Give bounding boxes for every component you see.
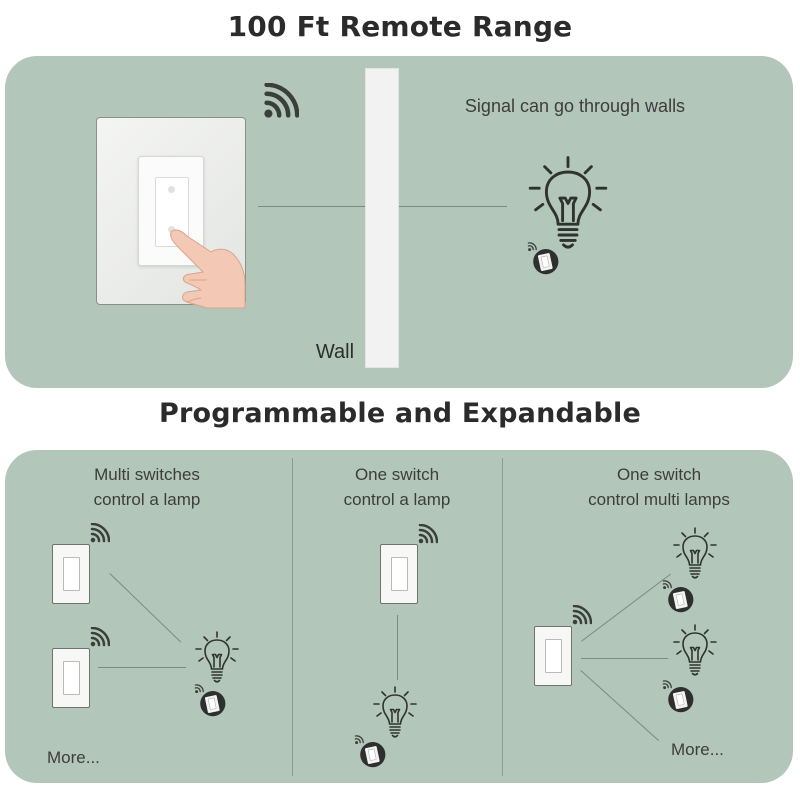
switch-dot-top (168, 186, 175, 193)
connection-line (98, 667, 186, 668)
connection-line (581, 573, 672, 642)
scenario-2-title-line1: One switch (354, 465, 440, 484)
switch-icon (534, 626, 572, 686)
wireless-receiver-icon (354, 735, 387, 768)
connection-line (109, 573, 182, 643)
switch-icon (380, 544, 418, 604)
switch-icon (52, 544, 90, 604)
signal-through-walls-text: Signal can go through walls (464, 96, 686, 116)
switch-icon (52, 648, 90, 708)
column-divider-2 (502, 458, 503, 776)
connection-line (581, 658, 668, 659)
more-label: More... (47, 748, 100, 767)
light-bulb-icon (195, 631, 239, 683)
connection-line (397, 615, 398, 680)
scenario-3-title-line1: One switch (616, 465, 702, 484)
light-bulb-icon (528, 156, 608, 249)
remote-range-panel: Signal can go through walls Wall (5, 56, 793, 388)
scenario-3-title-line2: control multi lamps (588, 490, 730, 509)
wireless-receiver-icon (194, 684, 227, 717)
column-divider-1 (292, 458, 293, 776)
wireless-receiver-icon (662, 680, 695, 713)
range-heading: 100 Ft Remote Range (227, 10, 573, 43)
smart-switch (138, 156, 204, 266)
wifi-signal-icon (90, 627, 110, 647)
scenario-1-title-line1: Multi switches (94, 465, 200, 484)
hand-pressing-switch-image (170, 229, 246, 309)
wifi-signal-icon (418, 524, 438, 544)
scenario-1-title-line2: control a lamp (93, 490, 201, 509)
wifi-signal-icon (572, 605, 592, 625)
wifi-signal-icon (90, 523, 110, 543)
wall-label: Wall (315, 341, 355, 363)
switch-dot-bottom (168, 226, 175, 233)
wifi-signal-icon (263, 83, 299, 119)
expandable-heading: Programmable and Expandable (159, 398, 641, 429)
more-label: More... (671, 740, 724, 759)
wall-switch-photo (96, 117, 246, 309)
expandable-panel: Multi switches control a lamp More... On… (5, 450, 793, 783)
wireless-receiver-icon (662, 580, 695, 613)
light-bulb-icon (373, 686, 417, 738)
wireless-receiver-icon (527, 242, 560, 275)
connection-line (580, 670, 660, 742)
light-bulb-icon (673, 624, 717, 676)
wall-graphic (365, 68, 399, 368)
scenario-2-title-line2: control a lamp (343, 490, 451, 509)
light-bulb-icon (673, 527, 717, 579)
